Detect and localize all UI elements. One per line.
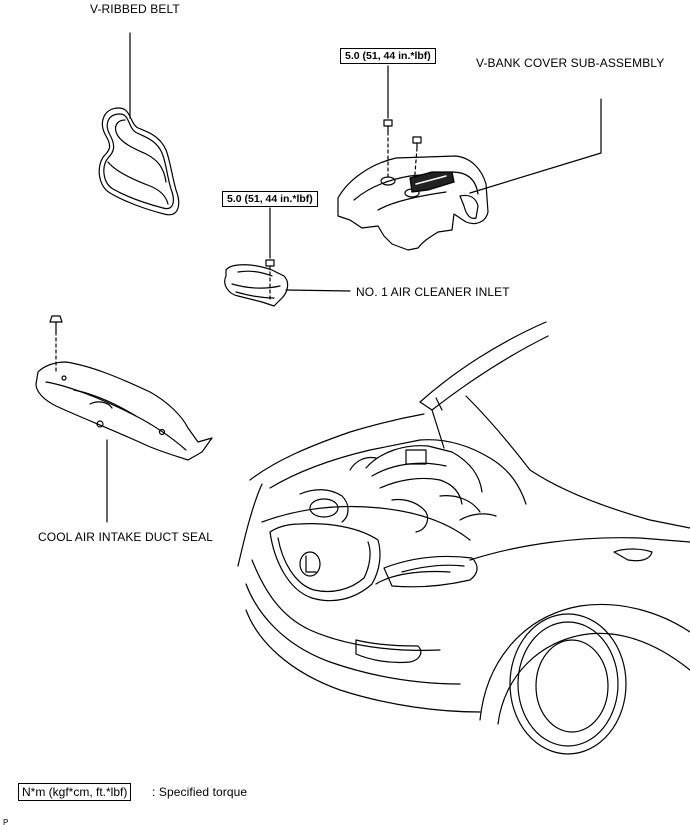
belt-inner-loop [103, 113, 174, 210]
wheel-arch-inner [497, 632, 690, 725]
seal-clip-head [49, 315, 63, 323]
cover-lower-ridge [377, 191, 447, 211]
engine-intake [379, 477, 463, 505]
engine-bracket [459, 513, 497, 521]
belt-outer-loop [98, 107, 180, 216]
cover-leader-line [469, 98, 602, 194]
cover-emblem-stripe [415, 175, 447, 185]
hood-strut [431, 409, 445, 449]
fender-crease [469, 537, 690, 561]
headlamp-outline [383, 555, 478, 588]
hood-edge-upper [419, 321, 547, 403]
belt-rib-line [115, 119, 167, 183]
label-air-cleaner-inlet: NO. 1 AIR CLEANER INLET [356, 285, 510, 299]
front-spoiler [245, 609, 481, 713]
hood-edge-lower [431, 335, 549, 411]
engine-bay-rim [269, 439, 527, 505]
seal-tab [89, 401, 113, 409]
inlet-body-outline [224, 264, 289, 307]
fog-lamp [355, 639, 422, 664]
tire-inner [517, 621, 619, 747]
torque-spec-cover-bolt: 5.0 (51, 44 in.*lbf) [340, 48, 436, 64]
seal-hole-1 [96, 420, 104, 428]
engine-cover-ridge [371, 462, 447, 477]
wheel-arch [479, 603, 690, 721]
headlamp-detail [401, 564, 465, 573]
hood-hinge [435, 397, 443, 411]
seal-groove [73, 389, 137, 417]
seal-hole-3 [61, 375, 67, 381]
engine-reservoir [309, 498, 339, 518]
bumper-lower [245, 583, 461, 685]
grille-inner [277, 537, 371, 593]
inlet-top-edge [237, 270, 273, 277]
v-ribbed-belt-illustration [98, 32, 180, 216]
cool-air-seal-illustration [35, 315, 213, 523]
label-cool-air-seal: COOL AIR INTAKE DUCT SEAL [38, 530, 213, 544]
corner-mark: P [3, 818, 9, 827]
engine-hose [439, 495, 481, 513]
cover-side-tab [459, 194, 479, 219]
fender-top-line [465, 395, 690, 529]
belt-rib-line-lower [107, 161, 169, 205]
engine-box [405, 449, 427, 465]
headlamp-lower [375, 570, 451, 585]
inlet-bolt-head [265, 259, 275, 267]
torque-spec-inlet-bolt: 5.0 (51, 44 in.*lbf) [222, 191, 318, 207]
seal-body-outline [35, 361, 213, 461]
engine-cover-outline [365, 445, 483, 493]
inlet-leader-line [285, 289, 351, 292]
vehicle-illustration [237, 321, 690, 755]
cover-boss-1 [380, 176, 396, 186]
hood-corner [419, 401, 433, 411]
engine-manifold [349, 456, 377, 471]
emblem-letter [305, 555, 317, 573]
label-v-ribbed-belt: V-RIBBED BELT [90, 2, 180, 16]
inlet-edge [231, 283, 281, 289]
air-cleaner-inlet-illustration [224, 207, 351, 307]
front-left-edge [237, 483, 263, 567]
cover-bolt-head-1 [383, 119, 393, 127]
tire-outer [509, 613, 627, 755]
emblem-outline [299, 551, 321, 577]
label-v-bank-cover: V-BANK COVER SUB-ASSEMBLY [476, 56, 665, 70]
seal-hole-2 [158, 428, 166, 436]
legend-description: : Specified torque [152, 785, 248, 799]
grille-outline [269, 523, 381, 602]
bumper-upper [251, 559, 441, 651]
legend-unit-box: N*m (kgf*cm, ft.*lbf) [18, 783, 132, 801]
engine-pipe [391, 498, 429, 533]
engine-component-left [299, 489, 349, 523]
side-marker [613, 548, 653, 562]
seal-center-line [45, 381, 187, 451]
radiator-support [261, 505, 471, 541]
wheel-rim [535, 639, 609, 733]
cowl-line [249, 413, 425, 481]
cover-body-outline [337, 155, 489, 251]
cover-bolt-head-2 [412, 136, 422, 144]
v-bank-cover-illustration [337, 65, 602, 251]
inlet-lower-edge [235, 291, 275, 299]
